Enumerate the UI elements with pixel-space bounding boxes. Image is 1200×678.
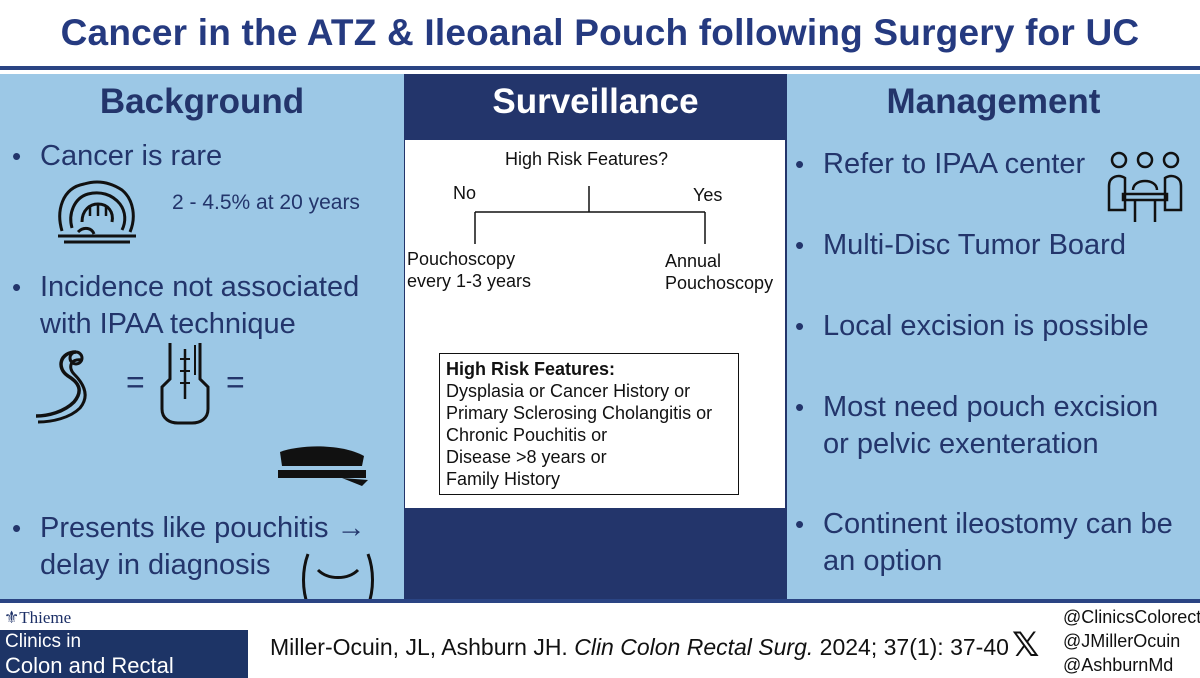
high-risk-feature: Family History (446, 469, 561, 489)
publisher-logo: ⚜Thieme (4, 608, 72, 627)
management-heading: Management (886, 82, 1101, 121)
tumor-board-meeting-icon (1107, 151, 1183, 222)
high-risk-feature: Chronic Pouchitis or (446, 425, 608, 445)
background-item-cancer-rare: • Cancer is rare (12, 140, 223, 172)
social-handle: @JMillerOcuin (1063, 631, 1181, 651)
ileoanal-pouch-icon (58, 180, 136, 244)
circular-stapler-icon (160, 343, 210, 425)
social-handles: @ClinicsColorect @JMillerOcuin @AshburnM… (1063, 605, 1200, 677)
management-item-pouch-excision: • Most need pouch excision or pelvic exe… (795, 391, 1159, 460)
surveillance-flowchart: High Risk Features? No Yes Pouchoscopy e… (405, 140, 785, 508)
management-item-local-excision: • Local excision is possible (795, 310, 1149, 342)
social-handle: @AshburnMd (1063, 655, 1174, 675)
high-risk-features-box: High Risk Features: Dysplasia or Cancer … (439, 353, 739, 495)
flowchart-connector-lines (474, 186, 706, 244)
management-column: Management • Refer to IPAA center • Mult… (787, 74, 1200, 599)
journal-name-box: Clinics in Colon and Rectal Surgery (0, 630, 248, 678)
equals-sign-2: = (226, 364, 245, 400)
cancer-rate-note: 2 - 4.5% at 20 years (172, 191, 360, 214)
page-title: Cancer in the ATZ & Ileoanal Pouch follo… (60, 12, 1140, 53)
management-item-refer: • Refer to IPAA center (795, 148, 1086, 180)
management-item-tumor-board: • Multi-Disc Tumor Board (795, 229, 1126, 261)
background-column: Background • Cancer is rare 2 - 4.5% at … (0, 74, 404, 664)
high-risk-question: High Risk Features? (505, 149, 669, 169)
social-handle: @ClinicsColorect (1063, 607, 1200, 627)
footer: ⚜Thieme Clinics in Colon and Rectal Surg… (0, 599, 1200, 678)
background-heading: Background (99, 82, 305, 121)
background-item-incidence: • Incidence not associated with IPAA tec… (12, 271, 360, 340)
thieme-crest-icon: ⚜ (4, 608, 20, 627)
no-branch-label: No (453, 183, 477, 203)
management-item-continent-ileostomy: • Continent ileostomy can be an option (795, 508, 1173, 577)
title-bar: Cancer in the ATZ & Ileoanal Pouch follo… (0, 0, 1200, 70)
equals-sign-1: = (126, 364, 145, 400)
x-logo-icon: 𝕏 (1012, 625, 1040, 665)
high-risk-feature: Primary Sclerosing Cholangitis or (446, 403, 713, 423)
high-risk-features-title: High Risk Features: (446, 359, 616, 379)
yes-outcome: Annual Pouchoscopy (665, 251, 774, 293)
citation: Miller-Ocuin, JL, Ashburn JH. Clin Colon… (270, 634, 1009, 660)
background-item-presents-like-pouchitis: • Presents like pouchitis → delay in dia… (12, 512, 366, 581)
high-risk-feature: Dysplasia or Cancer History or (446, 381, 691, 401)
no-outcome: Pouchoscopy every 1-3 years (407, 249, 532, 291)
j-pouch-icon (35, 350, 87, 424)
high-risk-feature: Disease >8 years or (446, 447, 607, 467)
yes-branch-label: Yes (693, 185, 723, 205)
surveillance-heading: Surveillance (492, 82, 699, 121)
linear-stapler-icon (278, 446, 368, 486)
